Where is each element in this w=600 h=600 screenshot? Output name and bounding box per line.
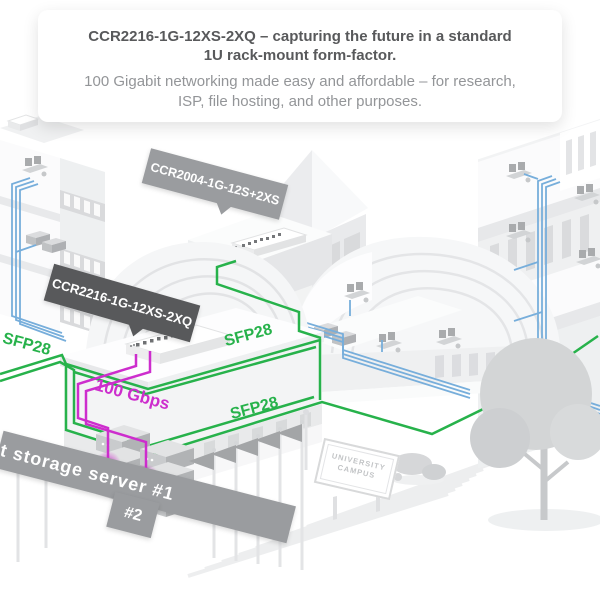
headline-subtitle-line1: 100 Gigabit networking made easy and aff… bbox=[84, 73, 516, 90]
headline-title-line1: CCR2216-1G-12XS-2XQ – capturing the futu… bbox=[88, 28, 512, 45]
headline-subtitle-line2: ISP, file hosting, and other purposes. bbox=[177, 93, 423, 110]
ccr2216-router-device bbox=[124, 324, 232, 364]
left-office-building bbox=[0, 114, 105, 336]
headline-title-line2: 1U rack-mount form-factor. bbox=[203, 47, 397, 64]
headline-card: CCR2216-1G-12XS-2XQ – capturing the futu… bbox=[38, 10, 562, 122]
blue-lan-lines-left bbox=[11, 177, 67, 342]
trees bbox=[470, 338, 600, 531]
bushes bbox=[392, 453, 446, 485]
magenta-100g-lines bbox=[76, 351, 152, 474]
